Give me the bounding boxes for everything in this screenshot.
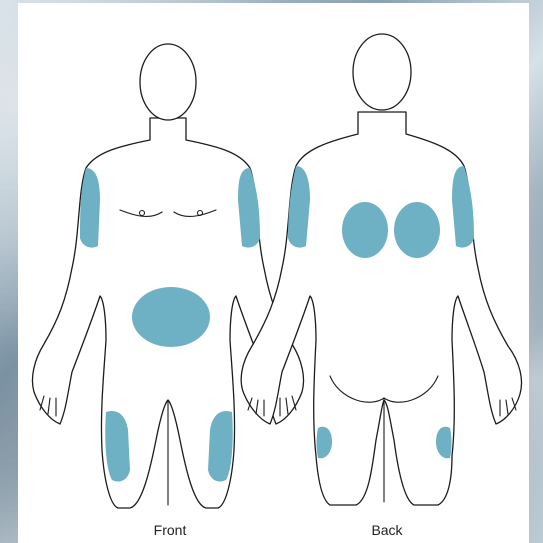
front-figure (32, 44, 303, 508)
back-label: Back (347, 522, 427, 538)
back-zone-upper-back-left (342, 202, 388, 258)
back-figure (241, 34, 521, 505)
back-zone-upper-arm-right (452, 166, 474, 248)
front-label: Front (130, 522, 210, 538)
front-zone-upper-arm-right (238, 168, 260, 248)
front-zone-abdomen (132, 287, 210, 347)
back-zone-upper-arm-left (288, 166, 310, 248)
back-zone-upper-back-right (394, 202, 440, 258)
front-head (140, 44, 196, 120)
back-head (353, 34, 411, 110)
back-body-outline (241, 112, 521, 505)
